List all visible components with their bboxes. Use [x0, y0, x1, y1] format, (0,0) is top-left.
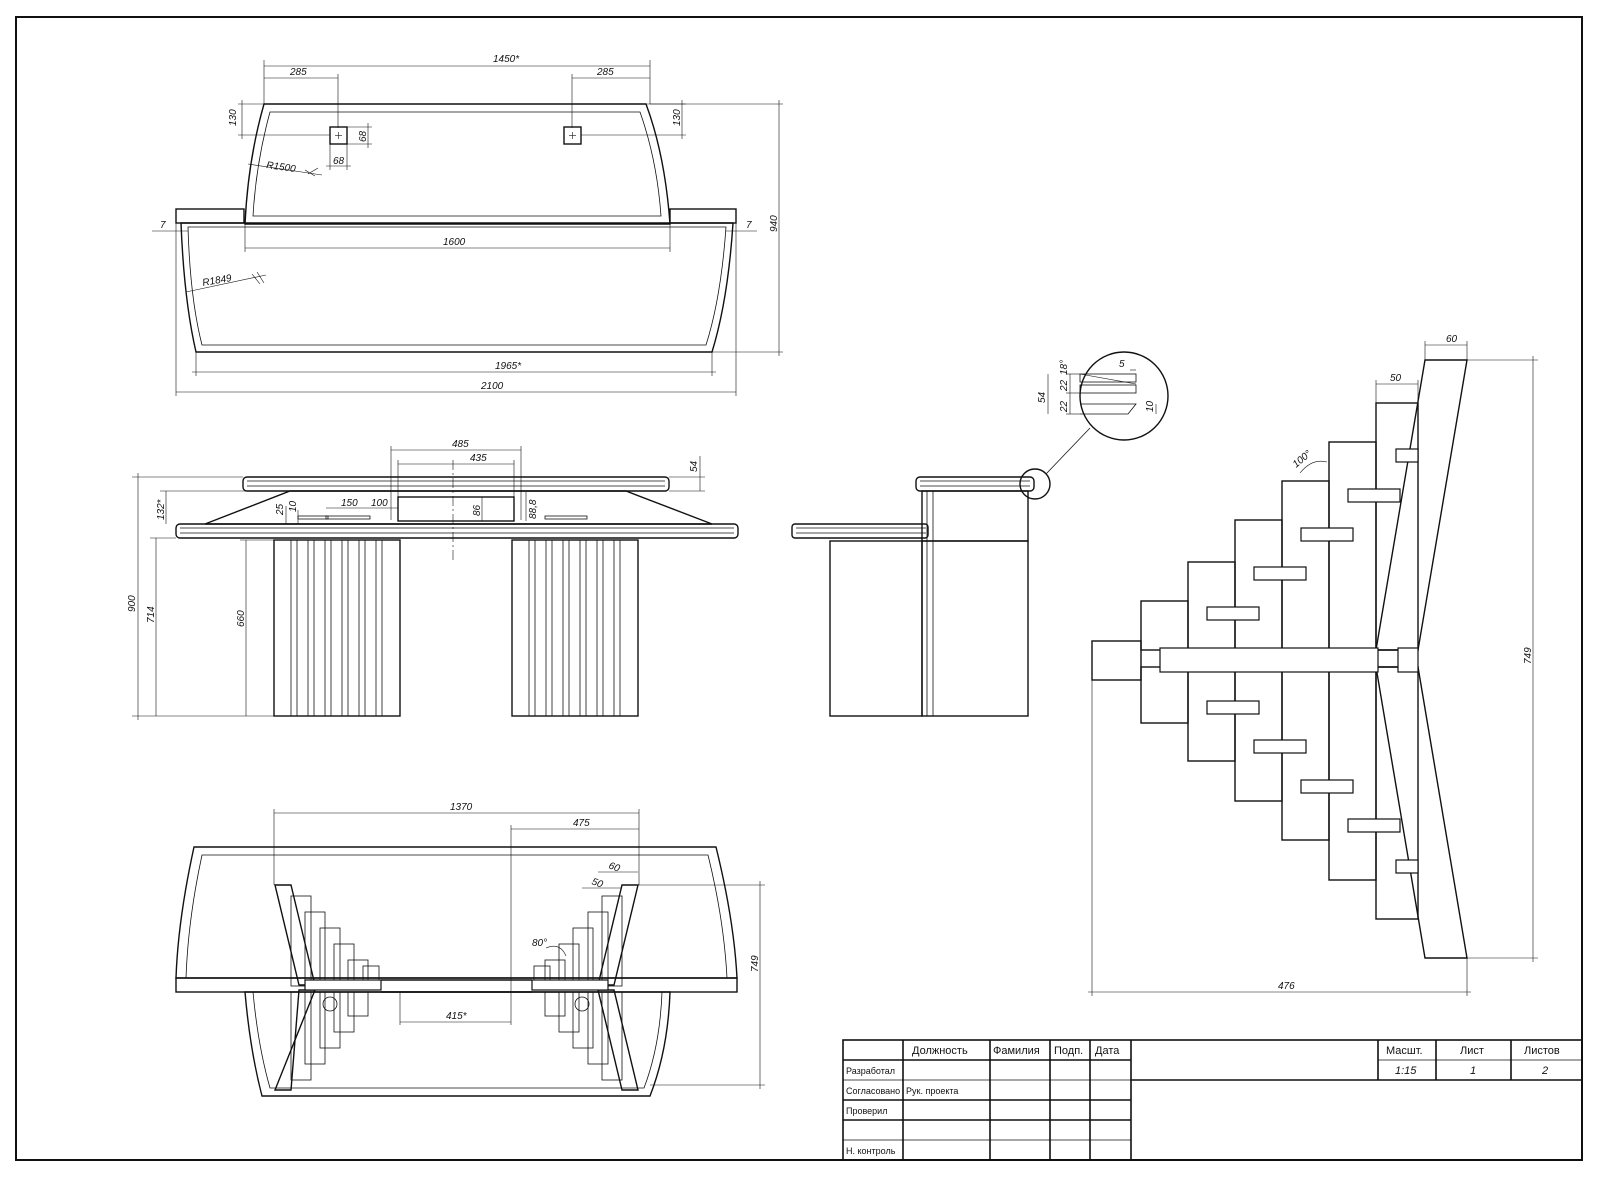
leg-dim-100deg: 100° — [1291, 449, 1314, 471]
tb-col-sign: Подп. — [1054, 1045, 1083, 1057]
dim-7-left: 7 — [160, 220, 166, 231]
dim-2100: 2100 — [480, 381, 504, 392]
bottom-dim-475: 475 — [573, 818, 590, 829]
bottom-view: 1370 475 60 50 80° 749 415* — [175, 802, 765, 1097]
dim-900: 900 — [127, 595, 138, 612]
tb-sheets-label: Листов — [1524, 1045, 1560, 1057]
dim-r1849: R1849 — [202, 273, 233, 289]
tb-row-developed: Разработал — [846, 1066, 895, 1076]
bottom-dim-50: 50 — [590, 876, 605, 890]
dim-150: 150 — [341, 498, 358, 509]
dim-1600: 1600 — [443, 237, 466, 248]
title-block: Должность Фамилия Подп. Дата Разработал … — [842, 1039, 1583, 1161]
dim-435: 435 — [470, 453, 487, 464]
bottom-dim-60: 60 — [607, 860, 622, 874]
leg-dim-476: 476 — [1278, 981, 1295, 992]
dim-1965: 1965* — [495, 361, 522, 372]
dim-660: 660 — [236, 610, 247, 627]
dim-285-right: 285 — [596, 67, 614, 78]
tb-col-date: Дата — [1095, 1045, 1120, 1057]
dim-485: 485 — [452, 439, 469, 450]
dim-25: 25 — [275, 503, 286, 516]
dim-285-left: 285 — [289, 67, 307, 78]
tb-scale-value: 1:15 — [1395, 1065, 1417, 1077]
detail-dim-22-b: 22 — [1059, 400, 1070, 413]
tb-row-agreed: Согласовано — [846, 1086, 900, 1096]
side-view: 18° 5 54 22 22 10 — [791, 351, 1169, 717]
dim-68-a: 68 — [358, 130, 369, 142]
tb-row-ncontrol: Н. контроль — [846, 1146, 896, 1156]
leg-detail-view: 60 50 100° 749 476 — [1088, 334, 1538, 996]
dim-68-b: 68 — [333, 156, 345, 167]
tb-sheet-value: 1 — [1470, 1065, 1476, 1077]
drawing-frame — [15, 16, 1583, 1161]
dim-54: 54 — [689, 460, 700, 472]
dim-130-right: 130 — [672, 109, 683, 126]
tb-row-checked: Проверил — [846, 1106, 887, 1116]
dim-132: 132* — [156, 498, 167, 520]
tb-row-agreed-position: Рук. проекта — [906, 1086, 958, 1096]
detail-dim-54: 54 — [1037, 391, 1048, 403]
tb-col-surname: Фамилия — [993, 1045, 1040, 1057]
front-view: 485 435 54 132* 25 10 150 100 86 88,8 90… — [127, 439, 739, 720]
detail-dim-5: 5 — [1119, 359, 1125, 370]
tb-scale-label: Масшт. — [1386, 1045, 1423, 1057]
bottom-dim-415: 415* — [446, 1011, 468, 1022]
tb-sheet-label: Лист — [1460, 1045, 1484, 1057]
dim-1450: 1450* — [493, 54, 520, 65]
dim-130-left: 130 — [228, 109, 239, 126]
detail-dim-10: 10 — [1145, 400, 1156, 412]
dim-940: 940 — [769, 215, 780, 232]
leg-dim-60: 60 — [1446, 334, 1458, 345]
dim-86: 86 — [472, 504, 483, 516]
detail-dim-22-a: 22 — [1059, 379, 1070, 392]
tb-sheets-value: 2 — [1541, 1065, 1548, 1077]
dim-714: 714 — [146, 606, 157, 623]
bottom-dim-1370: 1370 — [450, 802, 473, 813]
top-view: 1450* 285 285 130 130 68 68 R1500 7 7 94… — [152, 54, 783, 396]
dim-100: 100 — [371, 498, 388, 509]
dim-7-right: 7 — [746, 220, 752, 231]
bottom-dim-80deg: 80° — [532, 938, 547, 949]
bottom-dim-749: 749 — [750, 955, 761, 972]
dim-88: 88,8 — [528, 499, 539, 519]
dim-r1500: R1500 — [266, 160, 297, 175]
dim-10: 10 — [288, 500, 299, 512]
leg-dim-749: 749 — [1523, 647, 1534, 664]
detail-dim-18: 18° — [1059, 360, 1070, 375]
leg-dim-50: 50 — [1390, 373, 1402, 384]
tb-col-position: Должность — [912, 1045, 968, 1057]
